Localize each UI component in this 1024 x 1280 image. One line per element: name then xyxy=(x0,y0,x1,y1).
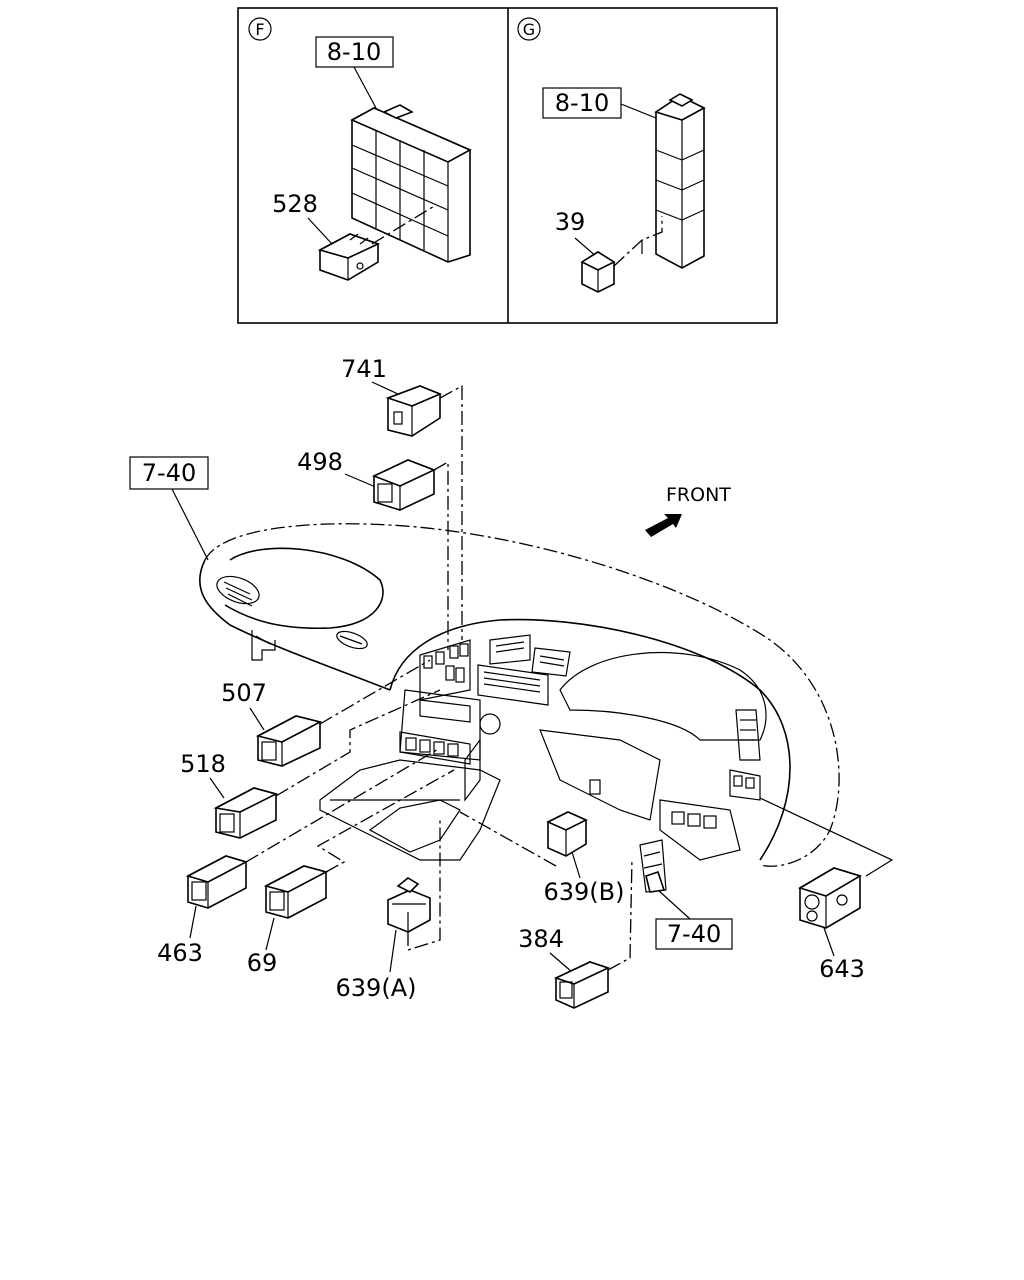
instrument-cluster xyxy=(539,651,767,861)
relay-39-icon xyxy=(580,251,616,293)
relay-column-icon xyxy=(654,93,706,269)
switch-507-icon xyxy=(255,715,323,767)
switch-639b-icon xyxy=(546,811,588,857)
switch-639a-icon xyxy=(387,877,431,933)
relay-bracket-icon xyxy=(639,839,667,893)
ref-box-right: 7-40 xyxy=(655,889,733,950)
switch-639a: 639(A) xyxy=(336,820,441,1002)
switch-69: 69 xyxy=(247,769,455,977)
panel-g: G 8-10 39 xyxy=(517,17,706,293)
part-507-label: 507 xyxy=(221,679,267,707)
switch-507: 507 xyxy=(221,659,431,767)
ref-box-right-text: 7-40 xyxy=(667,920,721,948)
part-384-label: 384 xyxy=(518,925,564,953)
switch-384: 384 xyxy=(518,857,633,1009)
part-528-label: 528 xyxy=(272,190,318,218)
switch-498: 498 xyxy=(297,448,449,650)
switch-463: 463 xyxy=(157,747,441,967)
part-69-label: 69 xyxy=(247,949,278,977)
bracket-icon xyxy=(251,630,276,661)
switch-643-icon xyxy=(798,867,862,929)
switch-518-icon xyxy=(213,787,279,839)
center-left-vent-icon xyxy=(336,630,368,650)
switch-741: 741 xyxy=(341,355,463,640)
part-463-label: 463 xyxy=(157,939,203,967)
panel-g-label: G xyxy=(523,20,535,39)
front-arrow-icon xyxy=(645,514,682,537)
relay-block-icon xyxy=(350,104,472,263)
switch-463-icon xyxy=(185,855,249,909)
part-39-label: 39 xyxy=(555,208,586,236)
panel-f-label: F xyxy=(255,20,264,39)
relay-528-icon xyxy=(317,233,381,281)
ref-box-left: 7-40 xyxy=(129,456,209,561)
switch-69-icon xyxy=(263,865,329,919)
panel-g-ref-box xyxy=(542,87,622,119)
center-stack xyxy=(319,634,571,861)
part-639b-label: 639(B) xyxy=(544,878,625,906)
part-741-label: 741 xyxy=(341,355,387,383)
part-498-label: 498 xyxy=(297,448,343,476)
panel-f-circle-icon xyxy=(248,17,272,41)
part-518-label: 518 xyxy=(180,750,226,778)
switch-639b: 639(B) xyxy=(459,811,625,906)
front-indicator: FRONT xyxy=(645,484,731,537)
panel-f: F 8-10 528 xyxy=(248,17,472,281)
panel-g-circle-icon xyxy=(517,17,541,41)
switch-518: 518 xyxy=(180,689,441,839)
front-label: FRONT xyxy=(666,484,731,506)
inset-panels xyxy=(237,7,778,324)
switch-643: 643 xyxy=(759,797,894,983)
part-643-label: 643 xyxy=(819,955,865,983)
dashboard-outline xyxy=(199,523,840,867)
switch-741-icon xyxy=(385,385,443,437)
panel-g-ref-text: 8-10 xyxy=(555,89,609,117)
switch-498-icon xyxy=(371,459,437,511)
ref-box-left-text: 7-40 xyxy=(142,459,196,487)
switch-384-icon xyxy=(553,961,611,1009)
part-639a-label: 639(A) xyxy=(336,974,417,1002)
panel-f-ref-text: 8-10 xyxy=(327,38,381,66)
left-vent-icon xyxy=(216,575,260,607)
